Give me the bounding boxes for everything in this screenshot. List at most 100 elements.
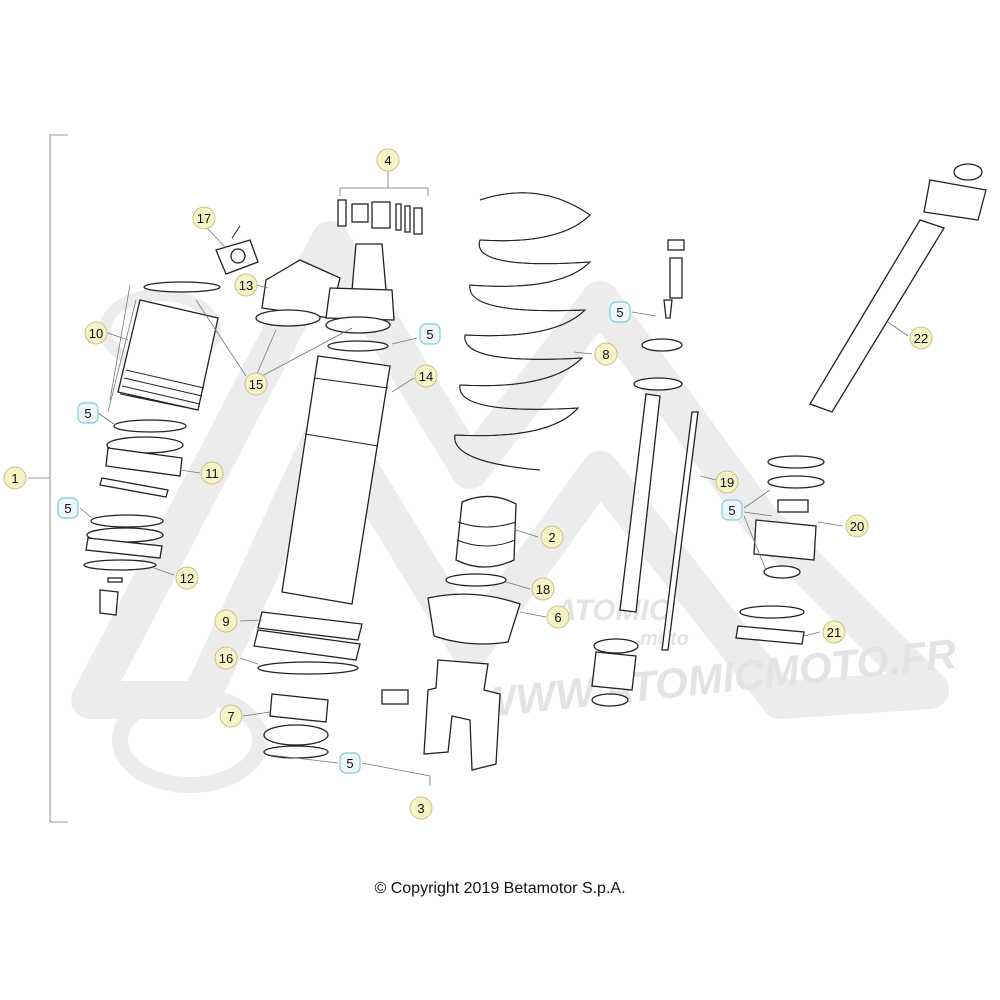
callout-label: 10 (89, 326, 103, 341)
callout-c5c: 5 (57, 497, 79, 519)
part-rod-assembly (591, 239, 699, 707)
callout-badge (419, 323, 441, 345)
callout-c5a: 5 (419, 323, 441, 345)
callout-badge (909, 326, 933, 350)
callout-label: 7 (227, 709, 234, 724)
callout-label: 5 (346, 756, 353, 771)
callout-badge (531, 577, 555, 601)
part-bump-stop-2 (455, 495, 517, 568)
callout-badge (376, 148, 400, 172)
callout-label: 4 (384, 153, 391, 168)
callout-badge (214, 609, 238, 633)
part-nut-21 (735, 605, 805, 645)
callout-c4: 4 (376, 148, 400, 172)
callout-c7: 7 (219, 704, 243, 728)
callout-c2: 2 (540, 525, 564, 549)
callout-badge (715, 470, 739, 494)
callout-c3: 3 (409, 796, 433, 820)
callout-label: 3 (417, 801, 424, 816)
part-cap-17 (215, 225, 259, 275)
callout-label: 5 (84, 406, 91, 421)
callout-label: 19 (720, 475, 734, 490)
part-spring-8 (454, 192, 592, 471)
callout-badge (234, 273, 258, 297)
callout-c13: 13 (234, 273, 258, 297)
part-body-tube (281, 355, 391, 605)
part-washer-18 (445, 573, 507, 587)
callout-badge (175, 566, 199, 590)
callout-c14: 14 (414, 364, 438, 388)
part-piston-11 (99, 436, 184, 498)
callout-badge (77, 402, 99, 424)
callout-label: 13 (239, 278, 253, 293)
part-bleed-kit-4 (337, 187, 429, 235)
callout-badge (57, 497, 79, 519)
callout-label: 1 (11, 471, 18, 486)
part-cup-6 (427, 593, 521, 645)
callout-badge (339, 752, 361, 774)
watermark: ATOMIC moto WWW.ATOMICMOTO.FR (71, 221, 959, 793)
callout-label: 8 (602, 347, 609, 362)
callout-c10: 10 (84, 321, 108, 345)
callout-c11: 11 (200, 461, 224, 485)
callout-c5f: 5 (721, 499, 743, 521)
callout-badge (414, 364, 438, 388)
callout-label: 11 (205, 466, 219, 481)
callout-c1: 1 (3, 466, 27, 490)
callout-c19: 19 (715, 470, 739, 494)
part-piston-12 (83, 527, 164, 616)
part-o-ring-16 (257, 661, 359, 675)
callout-label: 16 (219, 651, 233, 666)
callout-c20: 20 (845, 514, 869, 538)
callout-badge (845, 514, 869, 538)
callout-badge (219, 704, 243, 728)
callout-c15: 15 (244, 372, 268, 396)
callout-badge (200, 461, 224, 485)
part-adjuster-7 (263, 693, 329, 759)
callout-label: 2 (548, 530, 555, 545)
callout-badge (540, 525, 564, 549)
callout-c22: 22 (909, 326, 933, 350)
callout-c21: 21 (822, 620, 846, 644)
part-head-13 (255, 243, 395, 334)
callout-label: 5 (616, 305, 623, 320)
callout-c16: 16 (214, 646, 238, 670)
part-shaft-22 (809, 163, 987, 413)
part-rebound-assembly-20 (753, 455, 825, 579)
part-spring-seat-9 (253, 611, 363, 661)
callout-badge (3, 466, 27, 490)
callout-label: 21 (827, 625, 841, 640)
callout-label: 22 (914, 331, 928, 346)
callout-badge (84, 321, 108, 345)
callout-c8: 8 (594, 342, 618, 366)
callout-label: 9 (222, 614, 229, 629)
copyright-text: © Copyright 2019 Betamotor S.p.A. (374, 880, 626, 897)
callout-badge (822, 620, 846, 644)
callout-badge (192, 206, 216, 230)
callout-label: 5 (426, 327, 433, 342)
callout-badge (721, 499, 743, 521)
callout-label: 6 (554, 610, 561, 625)
callout-label: 5 (728, 503, 735, 518)
callout-c17: 17 (192, 206, 216, 230)
part-o-ring-14 (327, 340, 389, 352)
leader-lines (79, 170, 909, 786)
watermark-logo-text: ATOMIC (554, 594, 672, 627)
callout-c5e: 5 (609, 301, 631, 323)
callout-label: 15 (249, 377, 263, 392)
callout-badge (609, 301, 631, 323)
callout-c6: 6 (546, 605, 570, 629)
callout-label: 5 (64, 501, 71, 516)
callout-label: 17 (197, 211, 211, 226)
part-clevis-3 (381, 659, 501, 771)
callout-label: 20 (850, 519, 864, 534)
callout-badge (214, 646, 238, 670)
callout-c12: 12 (175, 566, 199, 590)
callout-badge (594, 342, 618, 366)
callout-c18: 18 (531, 577, 555, 601)
callout-label: 12 (180, 571, 194, 586)
callout-label: 14 (419, 369, 433, 384)
part-o-ring-top (143, 281, 221, 293)
part-reservoir-10 (117, 299, 219, 411)
